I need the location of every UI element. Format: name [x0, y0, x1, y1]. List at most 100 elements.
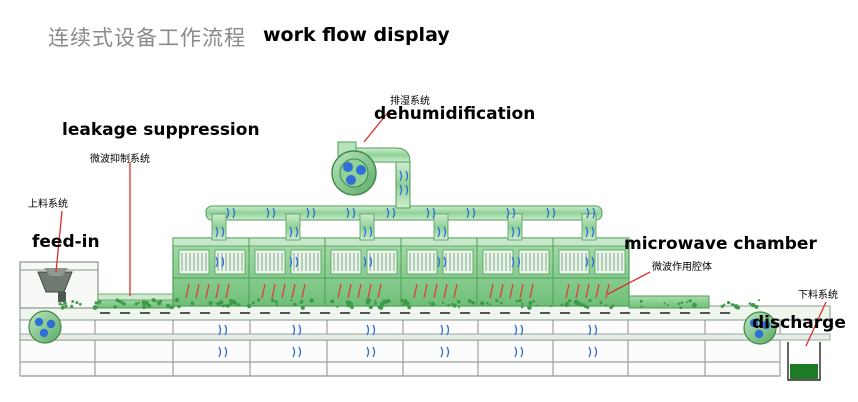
duct-riser [433, 213, 449, 241]
microwave-ray [337, 283, 342, 299]
product-speck [75, 301, 79, 305]
discharge-roller [743, 311, 777, 345]
microwave-ray [377, 283, 382, 299]
feed-roller [28, 310, 62, 344]
airflow-wave [520, 346, 524, 358]
airflow-wave [446, 324, 450, 336]
microwave-ray [585, 283, 590, 299]
airflow-wave [591, 226, 595, 238]
airflow-wave [366, 324, 370, 336]
product-speck [406, 301, 410, 306]
airflow-wave [594, 346, 598, 358]
product-speck [330, 299, 335, 304]
product-speck [231, 299, 236, 305]
airflow-wave [221, 226, 225, 238]
product-speck [639, 299, 643, 303]
product-speck [61, 303, 64, 307]
product-speck [215, 302, 218, 305]
product-speck [381, 305, 384, 308]
product-speck [60, 305, 65, 310]
chamber-label-en: microwave chamber [624, 234, 817, 254]
microwave-ray [357, 283, 362, 299]
product-speck [94, 301, 98, 305]
airflow-wave [399, 170, 403, 182]
product-speck [568, 299, 572, 303]
microwave-ray [529, 283, 534, 299]
airflow-wave [306, 207, 310, 219]
product-speck [495, 299, 499, 303]
product-speck [251, 301, 255, 305]
duct-riser [211, 213, 227, 241]
product-speck [515, 299, 519, 303]
dehumidification-label-en: dehumidification [374, 104, 536, 124]
duct-riser [581, 213, 597, 241]
airflow-wave [399, 184, 403, 196]
product-speck [58, 302, 62, 306]
product-speck [733, 304, 739, 309]
microwave-ray [413, 283, 418, 299]
airflow-wave [506, 207, 510, 219]
product-speck [521, 302, 524, 305]
product-speck [667, 304, 670, 307]
product-speck [63, 301, 67, 305]
airflow-wave [218, 346, 222, 358]
airflow-wave [405, 170, 409, 182]
airflow-wave [514, 346, 518, 358]
product-speck [640, 305, 643, 308]
airflow-wave [392, 207, 396, 219]
product-speck [159, 299, 163, 303]
microwave-ray [423, 283, 428, 299]
microwave-ray [271, 283, 276, 299]
product-speck [190, 301, 195, 306]
airflow-wave [221, 256, 225, 268]
duct-riser [285, 213, 301, 241]
duct-riser [359, 213, 375, 241]
product-speck [520, 305, 524, 309]
airflow-wave [440, 346, 444, 358]
product-speck [536, 304, 539, 307]
product-speck [290, 299, 293, 302]
airflow-wave [517, 256, 521, 268]
microwave-ray [575, 283, 580, 299]
title-english: work flow display [263, 24, 450, 46]
product-speck [611, 304, 615, 308]
product-speck [578, 302, 582, 306]
airflow-wave [520, 324, 524, 336]
product-speck [720, 304, 724, 308]
product-speck [144, 300, 149, 306]
product-speck [458, 306, 461, 309]
product-speck [467, 299, 472, 304]
product-speck [407, 305, 412, 310]
microwave-ray [195, 283, 200, 299]
microwave-ray [509, 283, 514, 299]
airflow-wave [440, 324, 444, 336]
microwave-ray [443, 283, 448, 299]
product-speck [532, 300, 536, 303]
product-speck [471, 300, 476, 305]
airflow-wave [292, 346, 296, 358]
product-speck [560, 303, 564, 307]
title-chinese: 连续式设备工作流程 [48, 26, 246, 50]
product-speck [257, 298, 261, 302]
airflow-wave [386, 207, 390, 219]
airflow-wave [517, 226, 521, 238]
product-speck [402, 299, 407, 304]
airflow-wave [266, 207, 270, 219]
product-speck [679, 306, 683, 310]
microwave-ray [215, 283, 220, 299]
product-speck [114, 306, 117, 309]
exit-tunnel [628, 295, 710, 309]
product-speck [247, 303, 252, 309]
product-speck [727, 301, 731, 305]
airflow-wave [224, 346, 228, 358]
feed-label-en: feed-in [32, 232, 100, 252]
airflow-wave [588, 346, 592, 358]
airflow-wave [215, 226, 219, 238]
product-speck [293, 302, 297, 307]
product-speck [226, 303, 230, 308]
product-speck [216, 302, 221, 307]
leakage-label-en: leakage suppression [62, 120, 260, 140]
product-speck [177, 304, 181, 309]
airflow-wave [363, 256, 367, 268]
